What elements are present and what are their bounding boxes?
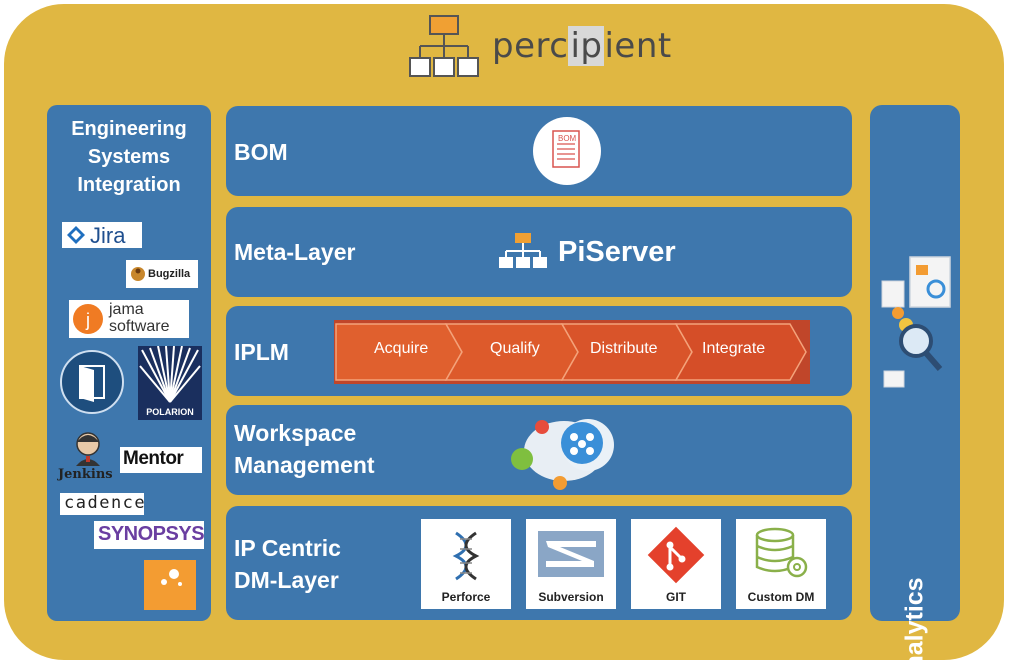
bug-icon [131,267,145,281]
bugzilla-logo: Bugzilla [126,260,198,288]
polarion-logo: POLARION [138,346,202,420]
cadence-logo: cadence [60,493,145,515]
piserver-icon [499,233,547,268]
synopsys-logo: SYNOPSYS [94,521,205,549]
subversion-label: Subversion [538,590,604,604]
step-distribute: Distribute [590,340,658,357]
step-qualify: Qualify [490,340,540,357]
engineering-systems-title: Engineering Systems Integration [71,118,187,196]
subversion-tile: Subversion [526,519,616,609]
dm-layer-label: IP Centric DM-Layer [234,535,341,593]
brand: percipient [408,14,678,82]
piserver-label: PiServer [558,236,676,268]
bom-label: BOM [234,139,288,165]
bom-row: BOM BOM [226,106,852,196]
iplm-process-flow: Acquire Qualify Distribute Integrate [334,320,810,384]
brand-name: percipient [492,26,672,66]
analytics-magnifier-icon [881,256,951,388]
perforce-label: Perforce [441,590,491,604]
jira-logo: Jira [62,222,142,248]
orange-dots-icon [161,569,182,586]
step-integrate: Integrate [702,340,766,357]
git-label: GIT [666,590,686,604]
jama-logo: j jama software [69,300,189,338]
door-logo [60,350,124,414]
git-tile: GIT [631,519,721,609]
analytics-label: Analytics [900,577,929,666]
chevron-arrows [335,323,807,381]
database-gear-icon [755,527,808,578]
meta-layer-label: Meta-Layer [234,239,356,265]
iplm-label: IPLM [234,339,289,365]
jama-icon: j [73,304,103,334]
custom-dm-tile: Custom DM [736,519,826,609]
perforce-tile: Perforce [421,519,511,609]
door-icon [79,365,105,402]
workspace-row: Workspace Management [226,405,852,495]
mentor-logo: Mentor [120,447,202,473]
orange-dots-logo [144,560,196,610]
jenkins-butler-icon [76,432,100,466]
workspace-label: Workspace Management [234,420,375,478]
git-icon [647,526,705,584]
custom-dm-label: Custom DM [747,590,815,604]
bom-icon-text: BOM [558,134,577,143]
meta-layer-row: Meta-Layer PiServer [226,207,852,297]
step-acquire: Acquire [374,340,429,357]
subversion-icon [538,531,604,577]
bom-document-icon [533,117,601,185]
jira-icon [67,226,85,244]
dna-helix-icon [452,531,480,581]
svg-text:j: j [85,310,90,330]
polarion-rays-icon [139,346,201,403]
workspace-network-icon [511,419,614,490]
analytics-panel: Analytics [870,105,960,666]
org-chart-logo-icon [409,15,479,77]
jenkins-logo: Jenkins [56,430,118,484]
